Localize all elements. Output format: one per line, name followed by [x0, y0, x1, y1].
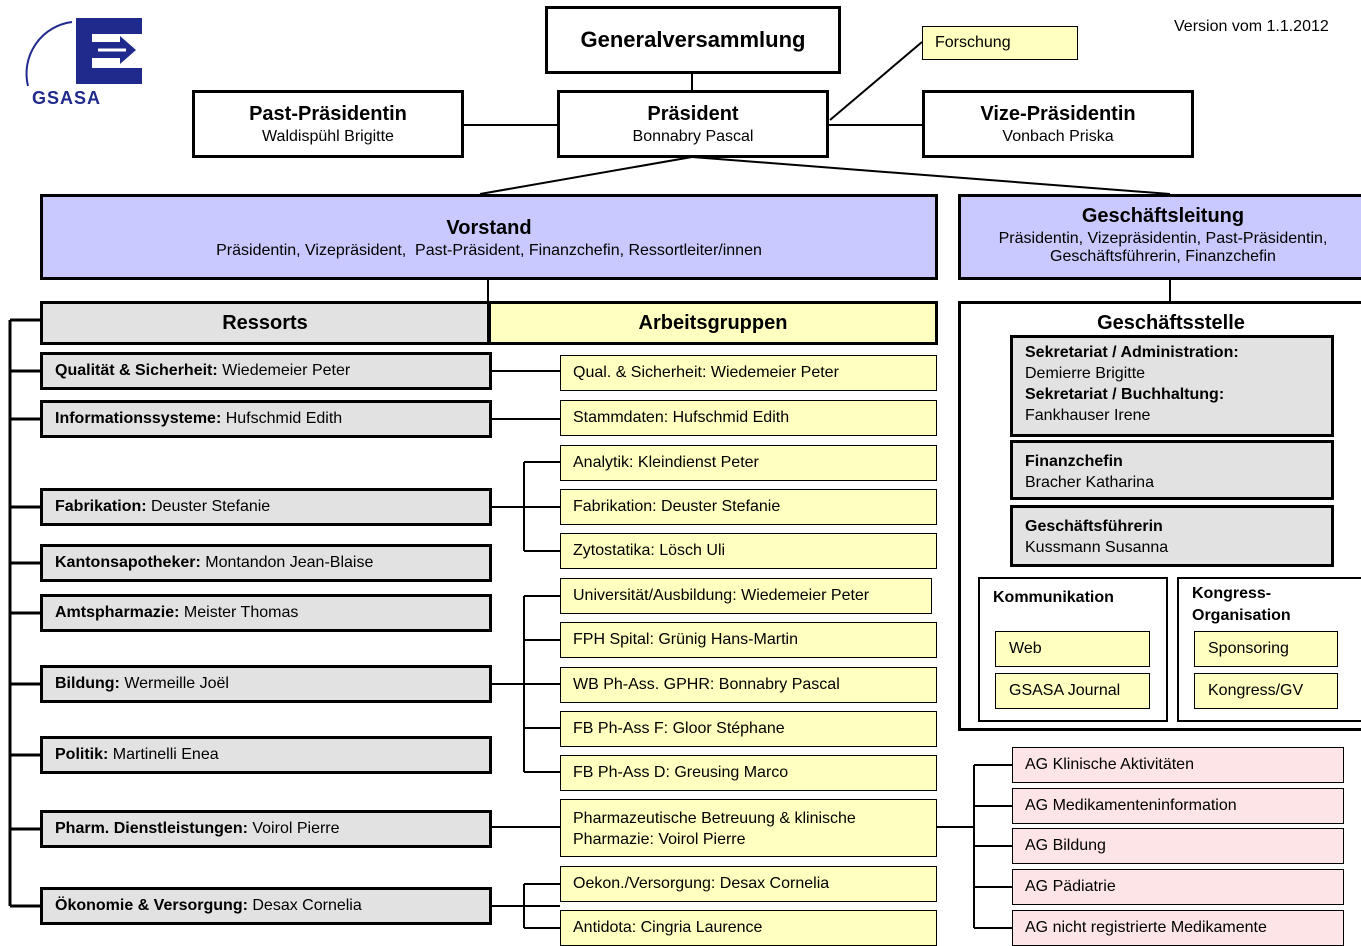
- ressort-item: Bildung: Wermeille Joël: [40, 665, 492, 703]
- logo-icon: [25, 18, 142, 87]
- ressort-item: Politik: Martinelli Enea: [40, 736, 492, 774]
- ressort-item: Amtspharmazie: Meister Thomas: [40, 594, 492, 632]
- kommunikation-box: Kommunikation Web GSASA Journal: [978, 577, 1168, 722]
- kongress-box: Kongress- Organisation Sponsoring Kongre…: [1177, 577, 1361, 722]
- arbeitsgruppen-header-label: Arbeitsgruppen: [638, 312, 788, 334]
- ag-item: Qual. & Sicherheit: Wiedemeier Peter: [560, 355, 937, 391]
- komm-item-web: Web: [995, 631, 1150, 667]
- ag-item-line2: Pharmazie: Voirol Pierre: [573, 831, 746, 848]
- ag-item: Analytik: Kleindienst Peter: [560, 445, 937, 481]
- ressorts-header: Ressorts: [40, 301, 490, 345]
- past-praesidentin-title: Past-Präsidentin: [249, 103, 407, 125]
- ag-klinisch-item: AG Medikamenteninformation: [1012, 788, 1344, 824]
- geschaeftsstelle-title: Geschäftsstelle: [1097, 312, 1245, 334]
- sekretariat-buchhaltung-role: Sekretariat / Buchhaltung:: [1025, 386, 1225, 403]
- finanzchefin-name: Bracher Katharina: [1025, 474, 1154, 491]
- ressort-item: Informationssysteme: Hufschmid Edith: [40, 400, 492, 438]
- ag-item: WB Ph-Ass. GPHR: Bonnabry Pascal: [560, 667, 937, 703]
- forschung-label: Forschung: [935, 34, 1011, 51]
- sekretariat-admin-role: Sekretariat / Administration:: [1025, 344, 1239, 361]
- ressorts-header-label: Ressorts: [222, 312, 308, 334]
- geschaeftsleitung-box: Geschäftsleitung Präsidentin, Vizepräsid…: [958, 194, 1361, 280]
- generalversammlung-box: Generalversammlung: [545, 6, 841, 74]
- generalversammlung-label: Generalversammlung: [580, 27, 806, 52]
- forschung-box: Forschung: [922, 26, 1078, 60]
- ressort-item: Pharm. Dienstleistungen: Voirol Pierre: [40, 810, 492, 848]
- arbeitsgruppen-header: Arbeitsgruppen: [488, 301, 938, 345]
- geschaeftsfuehrerin-name: Kussmann Susanna: [1025, 539, 1169, 556]
- ag-item: FB Ph-Ass D: Greusing Marco: [560, 755, 937, 791]
- sekretariat-buchhaltung-name: Fankhauser Irene: [1025, 407, 1151, 424]
- kongress-title-1: Kongress-: [1192, 585, 1272, 602]
- komm-item-journal: GSASA Journal: [995, 673, 1150, 709]
- ag-klinisch-item: AG Klinische Aktivitäten: [1012, 747, 1344, 783]
- geschaeftsleitung-line2: Geschäftsführerin, Finanzchefin: [1050, 248, 1276, 265]
- praesident-title: Präsident: [647, 103, 739, 125]
- vize-praesidentin-name: Vonbach Priska: [1002, 128, 1114, 145]
- finanzchefin-box: Finanzchefin Bracher Katharina: [1010, 440, 1334, 500]
- ag-item: Fabrikation: Deuster Stefanie: [560, 489, 937, 525]
- praesident-box: Präsident Bonnabry Pascal: [557, 90, 829, 158]
- ag-item: Zytostatika: Lösch Uli: [560, 533, 937, 569]
- ag-klinisch-item: AG Pädiatrie: [1012, 869, 1344, 905]
- ag-item: Antidota: Cingria Laurence: [560, 910, 937, 946]
- past-praesidentin-name: Waldispühl Brigitte: [262, 128, 394, 145]
- kong-item-gv: Kongress/GV: [1194, 673, 1338, 709]
- ag-klinisch-item: AG nicht registrierte Medikamente: [1012, 910, 1344, 946]
- logo-text: GSASA: [32, 88, 102, 108]
- geschaeftsleitung-line1: Präsidentin, Vizepräsidentin, Past-Präsi…: [998, 230, 1328, 247]
- praesident-name: Bonnabry Pascal: [632, 128, 754, 145]
- finanzchefin-role: Finanzchefin: [1025, 453, 1123, 470]
- kommunikation-title: Kommunikation: [993, 589, 1114, 606]
- vorstand-members: Präsidentin, Vizepräsident, Past-Präside…: [216, 242, 762, 259]
- ag-item: FPH Spital: Grünig Hans-Martin: [560, 622, 937, 658]
- kongress-title-2: Organisation: [1192, 607, 1291, 624]
- ressort-item: Ökonomie & Versorgung: Desax Cornelia: [40, 887, 492, 925]
- ressort-item: Qualität & Sicherheit: Wiedemeier Peter: [40, 352, 492, 390]
- ressort-item: Fabrikation: Deuster Stefanie: [40, 488, 492, 526]
- version-label: Version vom 1.1.2012: [1174, 18, 1329, 35]
- ag-klinisch-item: AG Bildung: [1012, 828, 1344, 864]
- sekretariat-admin-name: Demierre Brigitte: [1025, 365, 1146, 382]
- vize-praesidentin-title: Vize-Präsidentin: [980, 103, 1136, 125]
- geschaeftsfuehrerin-role: Geschäftsführerin: [1025, 518, 1163, 535]
- past-praesidentin-box: Past-Präsidentin Waldispühl Brigitte: [192, 90, 464, 158]
- vorstand-box: Vorstand Präsidentin, Vizepräsident, Pas…: [40, 194, 938, 280]
- ag-item: Oekon./Versorgung: Desax Cornelia: [560, 866, 937, 902]
- ag-item: Universität/Ausbildung: Wiedemeier Peter: [560, 578, 932, 614]
- vize-praesidentin-box: Vize-Präsidentin Vonbach Priska: [922, 90, 1194, 158]
- ag-item-line1: Pharmazeutische Betreuung & klinische: [573, 810, 856, 827]
- geschaeftsfuehrerin-box: Geschäftsführerin Kussmann Susanna: [1010, 505, 1334, 567]
- ag-item: Pharmazeutische Betreuung & klinische Ph…: [560, 799, 937, 857]
- geschaeftsleitung-title: Geschäftsleitung: [1081, 205, 1245, 227]
- sekretariat-box: Sekretariat / Administration: Demierre B…: [1010, 335, 1334, 437]
- gsasa-logo: GSASA: [22, 14, 147, 108]
- kong-item-sponsoring: Sponsoring: [1194, 631, 1338, 667]
- ag-item: FB Ph-Ass F: Gloor Stéphane: [560, 711, 937, 747]
- vorstand-title: Vorstand: [446, 217, 532, 239]
- ag-item: Stammdaten: Hufschmid Edith: [560, 400, 937, 436]
- ressort-item: Kantonsapotheker: Montandon Jean-Blaise: [40, 544, 492, 582]
